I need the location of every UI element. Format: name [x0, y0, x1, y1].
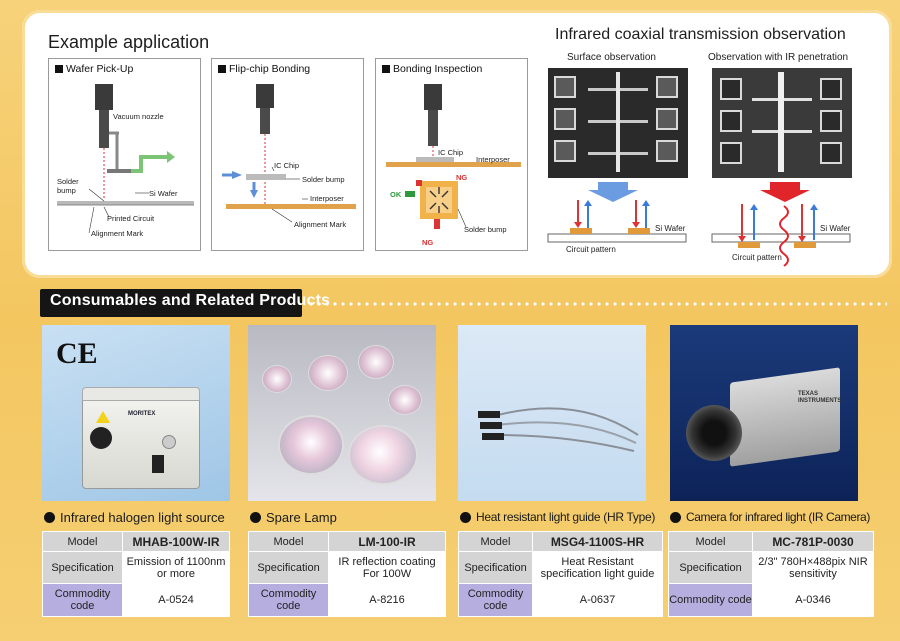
spare-lamp-photo — [248, 325, 436, 501]
product-name-4: Camera for infrared light (IR Camera) — [670, 510, 870, 524]
model-value: LM-100-IR — [328, 531, 446, 552]
model-header: Model — [248, 531, 329, 552]
brand-label: TEXAS INSTRUMENTS — [798, 391, 842, 404]
alignment-mark-label: Alignment Mark — [91, 229, 144, 238]
ir-camera-photo: TEXAS INSTRUMENTS — [670, 325, 858, 501]
flipchip-title: Flip-chip Bonding — [218, 63, 310, 75]
section-band — [40, 289, 302, 317]
code-header: Commodity code — [248, 583, 329, 617]
brand-label: MORITEX — [128, 411, 156, 417]
spec-header: Specification — [458, 551, 533, 584]
si-wafer-label-right: Si Wafer — [820, 224, 851, 233]
circuit-pattern-label-left: Circuit pattern — [566, 245, 616, 254]
solder-bump-label: Solder bump — [302, 175, 345, 184]
model-value: MSG4-1100S-HR — [532, 531, 663, 552]
ng-label-top: NG — [456, 173, 468, 182]
product-name-1: Infrared halogen light source — [44, 510, 225, 525]
code-header: Commodity code — [668, 583, 753, 617]
printed-circuit-label: Printed Circuit — [107, 214, 155, 223]
code-value: A-0346 — [752, 583, 874, 617]
interposer-label: Interposer — [476, 155, 510, 164]
ir-caption: Observation with IR penetration — [708, 52, 849, 63]
spec-value: IR reflection coating For 100W — [328, 551, 446, 584]
model-header: Model — [458, 531, 533, 552]
surface-caption: Surface observation — [567, 52, 656, 63]
light-guide-illustration — [478, 407, 639, 452]
spec-value: Emission of 1100nm or more — [122, 551, 230, 584]
bullet-icon — [670, 511, 681, 523]
spec-header: Specification — [248, 551, 329, 584]
product-name-2: Spare Lamp — [250, 510, 337, 525]
code-header: Commodity code — [42, 583, 123, 617]
dotted-divider — [307, 302, 887, 306]
square-icon — [382, 65, 390, 73]
code-value: A-0637 — [532, 583, 663, 617]
spec-header: Specification — [42, 551, 123, 584]
ok-label: OK — [390, 190, 402, 199]
code-value: A-8216 — [328, 583, 446, 617]
ng-label-bottom: NG — [422, 238, 434, 247]
flipchip-box: Flip-chip Bonding IC Chip Solder bump In… — [211, 58, 364, 251]
bonding-inspection-diagram — [386, 84, 521, 229]
model-value: MHAB-100W-IR — [122, 531, 230, 552]
code-header: Commodity code — [458, 583, 533, 617]
vacuum-nozzle-label: Vacuum nozzle — [113, 112, 164, 121]
model-header: Model — [42, 531, 123, 552]
square-icon — [55, 65, 63, 73]
spec-header: Specification — [668, 551, 753, 584]
alignment-mark-label: Alignment Mark — [294, 220, 347, 229]
solder-bump-label: Solder bump — [464, 225, 507, 234]
example-title: Example application — [48, 32, 210, 52]
halogen-source-photo: CE MORITEX — [42, 325, 230, 501]
wafer-pickup-title: Wafer Pick-Up — [55, 63, 133, 75]
bullet-icon — [250, 512, 261, 523]
square-icon — [218, 65, 226, 73]
section-title: Consumables and Related Products — [50, 292, 331, 309]
bullet-icon — [44, 512, 55, 523]
circuit-pattern-label-right: Circuit pattern — [732, 253, 782, 262]
wafer-pickup-box: Wafer Pick-Up Vacuum nozzle Solder bump … — [48, 58, 201, 251]
bonding-inspection-title: Bonding Inspection — [382, 63, 482, 75]
spec-value: 2/3" 780H×488pix NIR sensitivity — [752, 551, 874, 584]
code-value: A-0524 — [122, 583, 230, 617]
ir-title: Infrared coaxial transmission observatio… — [555, 26, 846, 43]
ir-observation-diagram — [547, 182, 851, 267]
model-header: Model — [668, 531, 753, 552]
surface-micrograph — [548, 68, 688, 178]
wafer-pickup-diagram — [57, 84, 194, 234]
ic-chip-label: IC Chip — [274, 161, 300, 170]
ic-chip-label: IC Chip — [438, 148, 464, 157]
ce-mark: CE — [56, 337, 98, 370]
si-wafer-label-left: Si Wafer — [655, 224, 686, 233]
flipchip-diagram — [222, 84, 356, 223]
si-wafer-label: Si Wafer — [149, 189, 178, 198]
model-value: MC-781P-0030 — [752, 531, 874, 552]
bullet-icon — [460, 511, 471, 523]
light-guide-photo — [458, 325, 646, 501]
solder-bump-label: Solder bump — [57, 177, 79, 195]
product-name-3: Heat resistant light guide (HR Type) — [460, 510, 655, 524]
interposer-label: Interposer — [310, 194, 344, 203]
spec-value: Heat Resistant specification light guide — [532, 551, 663, 584]
ir-micrograph — [712, 68, 852, 178]
bonding-inspection-box: Bonding Inspection IC Chip Interposer NG… — [375, 58, 528, 251]
